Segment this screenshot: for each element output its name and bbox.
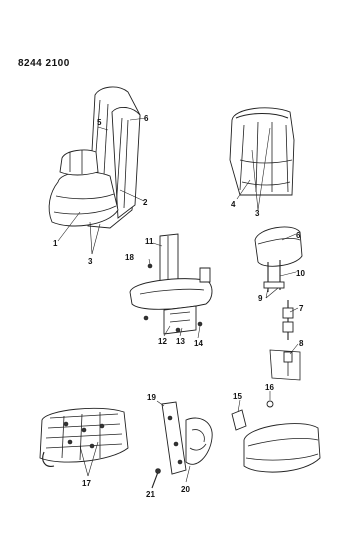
callout-3b: 3 [255, 209, 260, 218]
headrest-assembly [254, 226, 303, 381]
callout-10: 10 [296, 269, 305, 278]
cushion-spring-frame [39, 407, 129, 467]
callout-7: 7 [299, 304, 304, 313]
callout-12: 12 [158, 337, 167, 346]
callout-9: 9 [258, 294, 263, 303]
callout-6b: 6 [296, 231, 301, 240]
bench-seat-assembly [48, 86, 141, 229]
callout-2: 2 [143, 198, 148, 207]
seat-cushion [231, 400, 321, 473]
callout-19: 19 [147, 393, 156, 402]
callout-8: 8 [299, 339, 304, 348]
callout-1: 1 [53, 239, 58, 248]
seat-frame-assembly [129, 233, 213, 335]
recliner-bracket [151, 401, 213, 489]
callout-18: 18 [125, 253, 134, 262]
document-id: 8244 2100 [18, 58, 70, 69]
callout-20: 20 [181, 485, 190, 494]
leader-lines [57, 117, 299, 483]
callout-21: 21 [146, 490, 155, 499]
callout-6: 6 [144, 114, 149, 123]
callout-13: 13 [176, 337, 185, 346]
callout-labels: 5 6 2 1 3 4 3 6 10 9 7 8 18 11 12 13 14 … [53, 114, 305, 499]
callout-3: 3 [88, 257, 93, 266]
seat-back-cover [229, 107, 295, 196]
callout-4: 4 [231, 200, 236, 209]
callout-5: 5 [97, 118, 102, 127]
callout-14: 14 [194, 339, 203, 348]
callout-17: 17 [82, 479, 91, 488]
callout-16: 16 [265, 383, 274, 392]
callout-15: 15 [233, 392, 242, 401]
callout-11: 11 [145, 237, 154, 246]
